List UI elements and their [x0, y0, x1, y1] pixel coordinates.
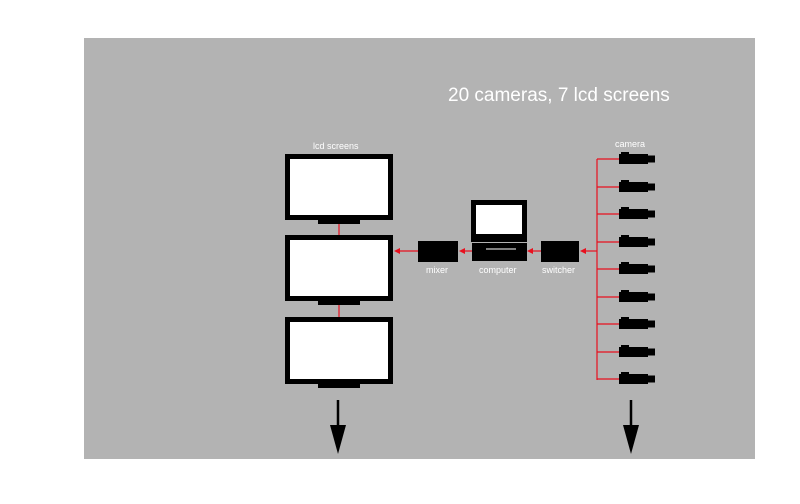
camera-icon — [597, 372, 655, 384]
mixer-label: mixer — [426, 265, 448, 275]
camera-icon — [597, 345, 655, 357]
signal-wire-cameras-to-switcher — [580, 248, 597, 254]
switcher-label: switcher — [542, 265, 575, 275]
camera-icon — [597, 152, 655, 164]
computer-label: computer — [479, 265, 517, 275]
camera-icon — [597, 262, 655, 274]
signal-wire-switcher-to-computer — [527, 248, 541, 254]
lcd-screen — [285, 317, 393, 388]
camera-icon — [597, 290, 655, 302]
cameras-down-arrow — [623, 400, 639, 454]
lcd-screen — [285, 235, 393, 305]
mixer-box — [418, 241, 458, 262]
camera-icon — [597, 317, 655, 329]
diagram-title: 20 cameras, 7 lcd screens — [448, 85, 670, 106]
camera-label: camera — [615, 139, 645, 149]
switcher-box — [541, 241, 579, 262]
screens-down-arrow — [330, 400, 346, 454]
signal-wire-mixer-to-screens — [394, 248, 418, 254]
computer-icon — [471, 200, 527, 261]
camera-group — [597, 152, 655, 384]
camera-icon — [597, 207, 655, 219]
camera-icon — [597, 180, 655, 192]
signal-wire-computer-to-mixer — [459, 248, 472, 254]
camera-icon — [597, 235, 655, 247]
lcd-screens-label: lcd screens — [313, 141, 359, 151]
lcd-screen — [285, 154, 393, 224]
